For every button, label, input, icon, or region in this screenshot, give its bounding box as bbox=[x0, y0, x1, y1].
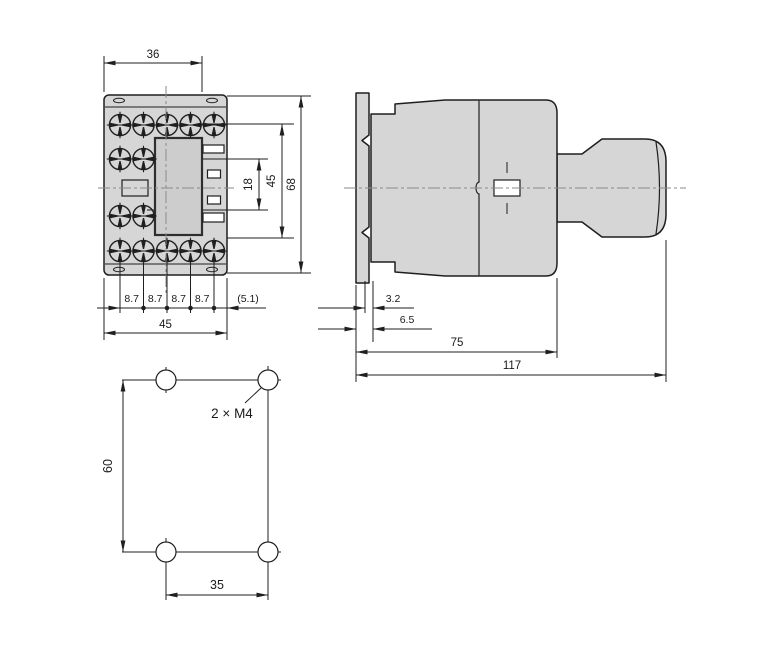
screw-spec-label: 2 × M4 bbox=[211, 406, 253, 421]
dim45v-label: 45 bbox=[266, 175, 278, 188]
dim68-label: 68 bbox=[286, 178, 298, 191]
dim36-label: 36 bbox=[147, 49, 160, 61]
dim35-label: 35 bbox=[210, 578, 224, 592]
chain-dot bbox=[211, 305, 217, 311]
chain-dot bbox=[141, 305, 146, 311]
dim18-label: 18 bbox=[243, 178, 255, 191]
carriage-window bbox=[153, 136, 204, 237]
dim-depth-stack: 3.2 6.5 75 117 bbox=[318, 240, 667, 382]
side-latch-slot bbox=[202, 212, 225, 223]
dim117-label: 117 bbox=[503, 360, 521, 372]
dim6-5-label: 6.5 bbox=[400, 314, 415, 326]
mounting-hole bbox=[155, 541, 177, 563]
bottom-cap-notch bbox=[206, 266, 218, 273]
side-slot bbox=[206, 195, 222, 205]
front-view: 36 18 45 68 8.7 8.7 8.7 8.7 (5.1) bbox=[97, 49, 311, 340]
pitch-label: 8.7 bbox=[148, 293, 163, 305]
dim45-label: 45 bbox=[159, 319, 172, 331]
dim75-label: 75 bbox=[451, 337, 464, 349]
edge-offset-label: (5.1) bbox=[237, 293, 259, 305]
mounting-hole bbox=[155, 369, 177, 391]
pitch-label: 8.7 bbox=[171, 293, 186, 305]
pitch-label: 8.7 bbox=[195, 293, 210, 305]
dim-right-stack: 18 45 68 bbox=[243, 96, 304, 273]
dim3-2-label: 3.2 bbox=[386, 293, 401, 305]
top-cap-notch bbox=[113, 97, 125, 104]
mounting-hole-pattern: 60 35 2 × M4 bbox=[101, 366, 281, 600]
dim-top-width: 36 bbox=[103, 49, 203, 92]
screw-ext-lines bbox=[119, 253, 215, 313]
dim-bottom-chain: 8.7 8.7 8.7 8.7 (5.1) 45 bbox=[97, 253, 266, 340]
bottom-cap-notch bbox=[113, 266, 125, 273]
side-view: 3.2 6.5 75 117 bbox=[318, 92, 686, 382]
dim60-label: 60 bbox=[101, 459, 115, 473]
screw-spec-leader bbox=[244, 387, 262, 404]
pitch-label: 8.7 bbox=[124, 293, 139, 305]
dim36-ext-lines bbox=[103, 56, 203, 92]
chain-dot bbox=[188, 305, 193, 311]
mounting-hole bbox=[257, 541, 279, 563]
mounting-hole bbox=[257, 369, 279, 391]
top-cap-notch bbox=[206, 97, 218, 104]
chain-dot bbox=[164, 305, 170, 311]
side-slot bbox=[206, 169, 222, 179]
side-latch-slot bbox=[202, 144, 225, 154]
